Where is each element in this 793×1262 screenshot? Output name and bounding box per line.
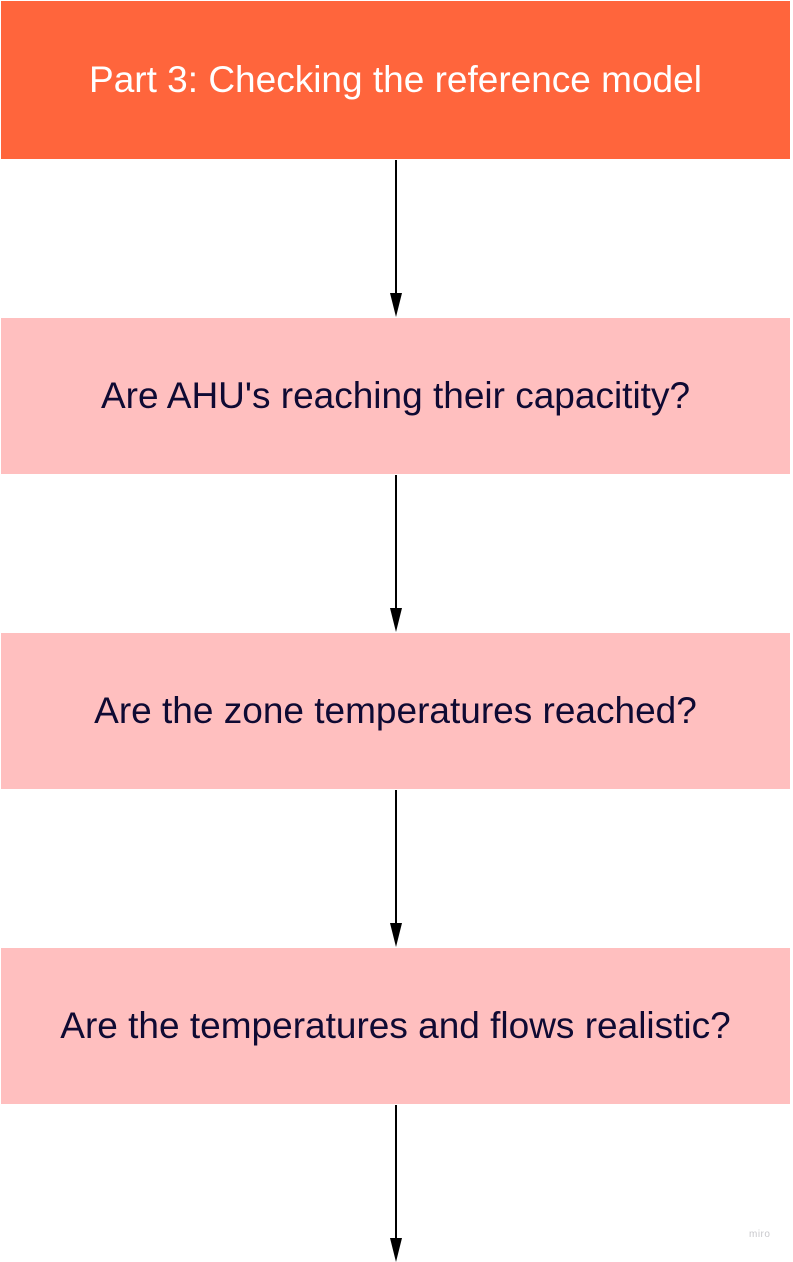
arrow-line xyxy=(395,475,397,615)
header-label: Part 3: Checking the reference model xyxy=(89,59,702,100)
step-label: Are AHU's reaching their capacitity? xyxy=(100,375,691,416)
step-box-1: Are AHU's reaching their capacitity? xyxy=(1,318,790,474)
step-label: Are the zone temperatures reached? xyxy=(94,690,697,731)
arrow-line xyxy=(395,790,397,930)
miro-watermark: miro xyxy=(749,1229,771,1240)
step-box-2: Are the zone temperatures reached? xyxy=(1,633,790,789)
arrow-connector xyxy=(390,790,402,947)
step-box-3: Are the temperatures and flows realistic… xyxy=(1,948,790,1104)
arrow-connector xyxy=(390,1105,402,1262)
step-label: Are the temperatures and flows realistic… xyxy=(60,1005,731,1046)
arrow-head-icon xyxy=(390,1238,402,1262)
arrow-head-icon xyxy=(390,293,402,317)
arrow-connector xyxy=(390,160,402,317)
arrow-head-icon xyxy=(390,923,402,947)
arrow-line xyxy=(395,1105,397,1245)
arrow-line xyxy=(395,160,397,300)
arrow-connector xyxy=(390,475,402,632)
header-box: Part 3: Checking the reference model xyxy=(1,1,790,159)
arrow-head-icon xyxy=(390,608,402,632)
